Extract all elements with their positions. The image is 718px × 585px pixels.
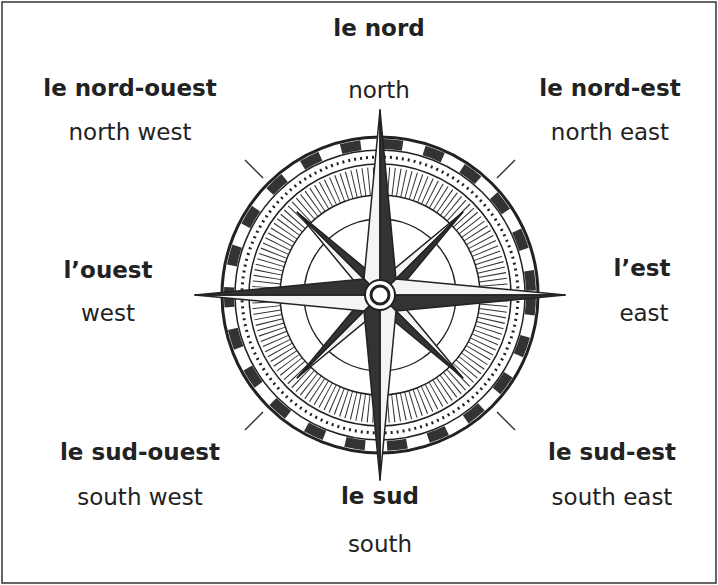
direction-english: west [81,298,135,328]
direction-english: south east [552,482,673,512]
direction-english: east [619,298,668,328]
direction-english: north east [551,117,669,147]
direction-french: le nord-est [539,73,680,103]
direction-english: north west [69,117,192,147]
direction-english: north [348,75,410,105]
direction-english: south [348,529,412,559]
direction-french: le nord [333,13,424,43]
direction-french: le sud [341,481,419,511]
direction-french: le sud-ouest [60,437,220,467]
direction-french: le nord-ouest [43,73,216,103]
direction-french: le sud-est [548,437,676,467]
direction-english: south west [77,482,203,512]
direction-french: l’ouest [63,255,152,285]
direction-french: l’est [614,253,671,283]
